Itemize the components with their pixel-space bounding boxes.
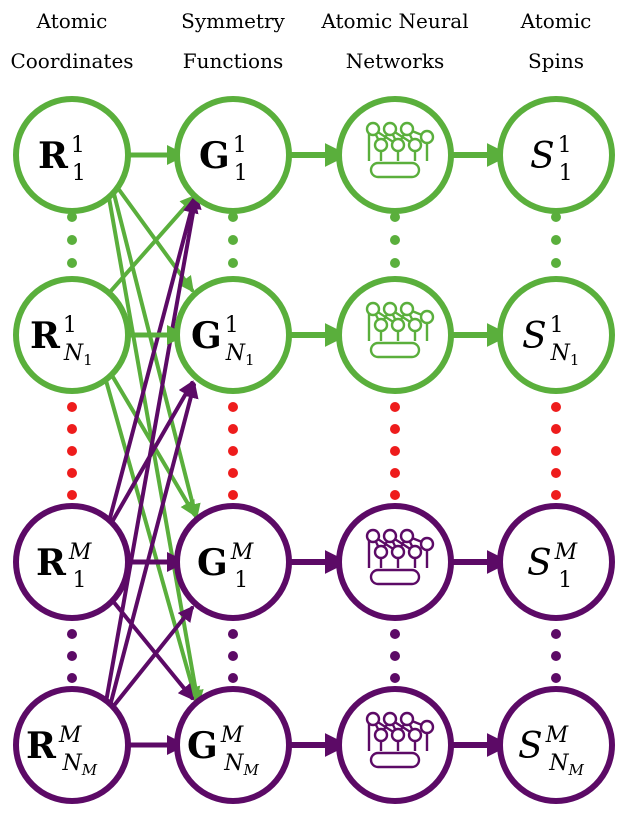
edge-rm1-g11 [108, 196, 199, 520]
header-symmetry-line1: Symmetry [181, 9, 285, 33]
neural-network-icon [365, 711, 435, 769]
node-nn-m-nm [336, 686, 454, 804]
header-coordinates-line2: Coordinates [10, 49, 133, 73]
neural-network-icon [365, 528, 435, 586]
neural-network-icon [365, 301, 435, 359]
vertical-dots [67, 212, 561, 683]
node-r-m-1 [13, 503, 131, 621]
column-headers: Atomic Coordinates Symmetry Functions At… [10, 9, 591, 73]
header-spins-line2: Spins [528, 49, 584, 73]
edge-rmnm-g11 [104, 192, 202, 704]
node-r-1-n1 [13, 276, 131, 394]
neural-network-icon [365, 121, 435, 179]
edge-r1n1-gmnm [103, 375, 201, 704]
edge-r1n1-g11 [108, 194, 197, 294]
group1-ellipsis [67, 212, 561, 268]
horizontal-edges [115, 143, 511, 757]
node-nn-1-n1 [336, 276, 454, 394]
node-s-1-1 [497, 96, 615, 214]
header-networks-line1: Atomic Neural [320, 9, 468, 33]
node-s-m-nm [497, 686, 615, 804]
edge-rmnm-g1n1 [108, 381, 199, 708]
node-s-m-1 [497, 503, 615, 621]
node-g-1-n1 [174, 276, 292, 394]
nodes [13, 96, 615, 804]
node-g-1-1 [174, 96, 292, 214]
node-r-m-nm [13, 686, 131, 804]
groupM-ellipsis [67, 629, 561, 683]
coordinate-to-symmetry-edges [103, 178, 204, 710]
node-g-m-1 [174, 503, 292, 621]
node-s-1-n1 [497, 276, 615, 394]
header-coordinates-line1: Atomic [36, 9, 108, 33]
node-r-1-1 [13, 96, 131, 214]
header-spins-line1: Atomic [520, 9, 592, 33]
edge-r11-g1n1 [110, 178, 194, 293]
header-symmetry-line2: Functions [183, 49, 283, 73]
edge-rmnm-gm1 [110, 605, 194, 710]
header-networks-line2: Networks [346, 49, 444, 73]
node-g-m-nm [174, 686, 292, 804]
neural-network-icons [365, 121, 435, 769]
group-separator-ellipsis [67, 402, 561, 500]
node-nn-m-1 [336, 503, 454, 621]
node-nn-1-1 [336, 96, 454, 214]
edge-rm1-gmnm [110, 598, 195, 701]
